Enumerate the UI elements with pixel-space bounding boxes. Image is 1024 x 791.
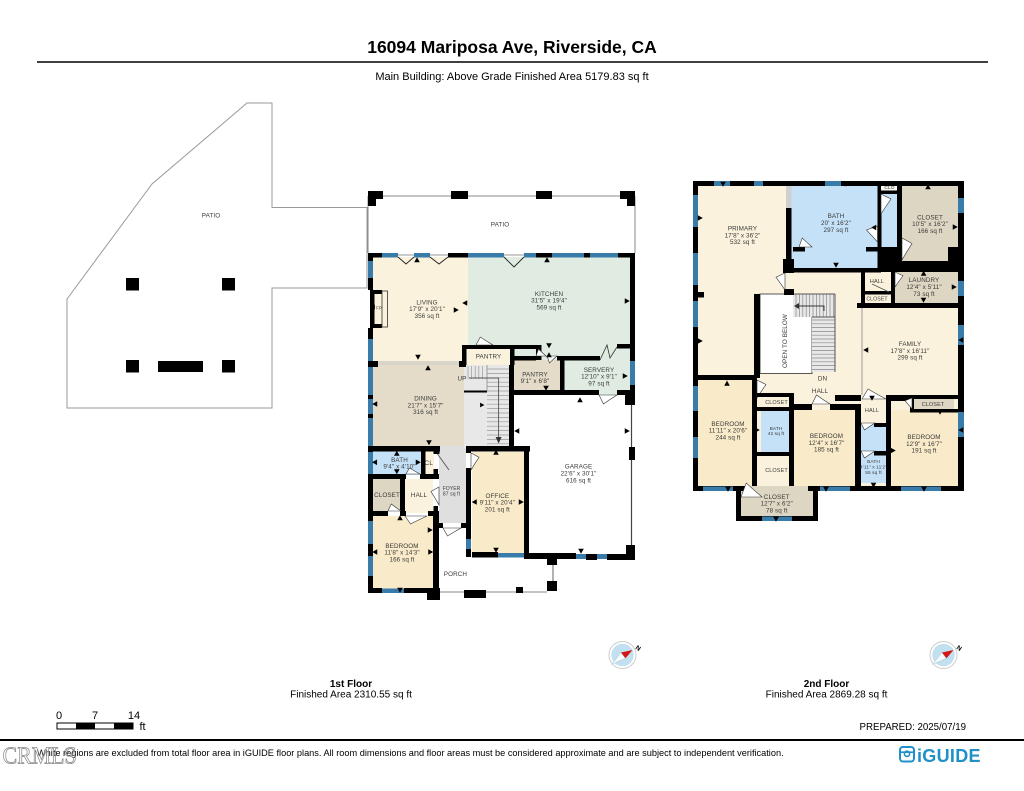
- svg-text:HALL: HALL: [870, 279, 884, 285]
- svg-text:0: 0: [56, 710, 62, 722]
- svg-text:PRIMARY: PRIMARY: [728, 225, 758, 232]
- svg-text:185 sq ft: 185 sq ft: [814, 447, 839, 454]
- svg-text:12'10" x 9'1": 12'10" x 9'1": [581, 374, 617, 381]
- svg-text:FOYER: FOYER: [443, 486, 461, 492]
- svg-text:17'8" x 36'2": 17'8" x 36'2": [725, 232, 761, 239]
- svg-text:FAMILY: FAMILY: [899, 341, 922, 348]
- svg-text:HALL: HALL: [865, 408, 879, 414]
- svg-text:BATH: BATH: [770, 426, 783, 432]
- svg-text:1st Floor: 1st Floor: [330, 679, 372, 690]
- svg-text:CRMLS: CRMLS: [3, 742, 77, 769]
- svg-text:9'4" x 4'10": 9'4" x 4'10": [383, 464, 415, 471]
- svg-text:569 sq ft: 569 sq ft: [536, 304, 561, 311]
- svg-text:GARAGE: GARAGE: [565, 464, 593, 471]
- svg-text:191 sq ft: 191 sq ft: [911, 447, 936, 454]
- svg-text:iGUIDE: iGUIDE: [917, 746, 981, 766]
- svg-text:11'8" x 14'3": 11'8" x 14'3": [384, 550, 419, 557]
- svg-text:PANTRY: PANTRY: [476, 354, 502, 361]
- svg-text:BEDROOM: BEDROOM: [907, 434, 940, 441]
- svg-text:Finished Area 2869.28 sq ft: Finished Area 2869.28 sq ft: [766, 689, 888, 700]
- svg-text:BATH: BATH: [867, 459, 880, 465]
- svg-text:CLOSET: CLOSET: [374, 492, 400, 499]
- svg-text:PATIO: PATIO: [491, 222, 509, 229]
- svg-text:17'8" x 16'11": 17'8" x 16'11": [891, 348, 930, 355]
- svg-text:LAUNDRY: LAUNDRY: [909, 277, 940, 284]
- svg-text:2nd Floor: 2nd Floor: [804, 679, 850, 690]
- svg-text:55 sq ft: 55 sq ft: [865, 470, 882, 476]
- svg-text:97 sq ft: 97 sq ft: [588, 380, 610, 387]
- svg-text:KITCHEN: KITCHEN: [535, 291, 564, 298]
- svg-text:CLOSET: CLOSET: [922, 402, 945, 408]
- svg-text:316 sq ft: 316 sq ft: [413, 409, 438, 416]
- svg-text:166 sq ft: 166 sq ft: [917, 228, 942, 235]
- svg-text:ft: ft: [140, 721, 146, 733]
- svg-text:PREPARED: 2025/07/19: PREPARED: 2025/07/19: [860, 722, 966, 733]
- svg-text:HALL: HALL: [812, 388, 829, 395]
- svg-text:12'9" x 16'7": 12'9" x 16'7": [906, 441, 942, 448]
- svg-text:9'1" x 6'8": 9'1" x 6'8": [521, 378, 550, 385]
- svg-text:166 sq ft: 166 sq ft: [389, 556, 414, 563]
- svg-text:PANTRY: PANTRY: [522, 371, 548, 378]
- svg-text:201 sq ft: 201 sq ft: [485, 506, 510, 513]
- svg-text:CLOSET: CLOSET: [764, 494, 790, 501]
- svg-text:7: 7: [92, 710, 98, 722]
- svg-text:CL: CL: [425, 460, 434, 467]
- svg-text:356 sq ft: 356 sq ft: [414, 313, 439, 320]
- svg-text:17'9" x 20'1": 17'9" x 20'1": [409, 306, 445, 313]
- svg-text:CLOSET: CLOSET: [917, 214, 943, 221]
- svg-text:DINING: DINING: [414, 395, 437, 402]
- svg-text:22'6" x 30'1": 22'6" x 30'1": [561, 470, 597, 477]
- svg-text:OPEN TO BELOW: OPEN TO BELOW: [782, 314, 789, 368]
- svg-text:16094 Mariposa Ave, Riverside,: 16094 Mariposa Ave, Riverside, CA: [367, 37, 657, 57]
- svg-text:OFFICE: OFFICE: [485, 493, 509, 500]
- svg-text:297 sq ft: 297 sq ft: [823, 227, 848, 234]
- svg-text:BEDROOM: BEDROOM: [711, 421, 744, 428]
- svg-text:PATIO: PATIO: [202, 212, 220, 219]
- svg-text:BATH: BATH: [391, 457, 408, 464]
- svg-text:42 sq ft: 42 sq ft: [768, 431, 785, 437]
- svg-text:CLOSET: CLOSET: [765, 468, 788, 474]
- svg-text:14: 14: [128, 710, 140, 722]
- svg-text:Main Building: Above Grade Fin: Main Building: Above Grade Finished Area…: [375, 71, 648, 83]
- svg-text:616 sq ft: 616 sq ft: [566, 477, 591, 484]
- svg-text:20' x 16'2": 20' x 16'2": [821, 220, 851, 227]
- svg-text:78 sq ft: 78 sq ft: [766, 507, 788, 514]
- svg-text:White regions are excluded fro: White regions are excluded from total fl…: [37, 748, 784, 758]
- svg-text:LIVING: LIVING: [416, 299, 437, 306]
- svg-text:CLOSET: CLOSET: [765, 400, 788, 406]
- svg-text:N: N: [634, 644, 642, 653]
- svg-text:12'7" x 6'2": 12'7" x 6'2": [761, 501, 793, 508]
- svg-text:BATH: BATH: [828, 213, 845, 220]
- svg-text:73 sq ft: 73 sq ft: [913, 291, 935, 298]
- svg-text:N: N: [955, 644, 963, 653]
- svg-text:BEDROOM: BEDROOM: [385, 543, 418, 550]
- svg-text:532 sq ft: 532 sq ft: [730, 239, 755, 246]
- svg-text:UP: UP: [458, 376, 467, 383]
- svg-text:PORCH: PORCH: [444, 571, 468, 578]
- svg-text:Finished Area 2310.55 sq ft: Finished Area 2310.55 sq ft: [290, 689, 412, 700]
- svg-text:11'11" x 20'6": 11'11" x 20'6": [709, 428, 748, 435]
- svg-text:31'5" x 19'4": 31'5" x 19'4": [531, 298, 567, 305]
- svg-text:SERVERY: SERVERY: [584, 367, 615, 374]
- svg-text:21'7" x 15'7": 21'7" x 15'7": [408, 402, 444, 409]
- svg-text:CLO: CLO: [884, 185, 894, 191]
- svg-text:299 sq ft: 299 sq ft: [897, 355, 922, 362]
- svg-text:FP: FP: [376, 306, 382, 311]
- svg-text:9'11" x 20'4": 9'11" x 20'4": [480, 500, 515, 507]
- svg-text:87 sq ft: 87 sq ft: [443, 492, 461, 498]
- svg-text:10'5" x 16'2": 10'5" x 16'2": [912, 221, 948, 228]
- svg-text:12'4" x 5'11": 12'4" x 5'11": [906, 284, 941, 291]
- svg-text:HALL: HALL: [411, 492, 428, 499]
- svg-text:DN: DN: [818, 376, 828, 383]
- svg-text:12'4" x 16'7": 12'4" x 16'7": [809, 440, 845, 447]
- svg-text:244 sq ft: 244 sq ft: [715, 434, 740, 441]
- svg-text:4'11" x 11'2": 4'11" x 11'2": [860, 465, 887, 471]
- svg-text:BEDROOM: BEDROOM: [810, 433, 843, 440]
- svg-text:CLOSET: CLOSET: [866, 297, 888, 303]
